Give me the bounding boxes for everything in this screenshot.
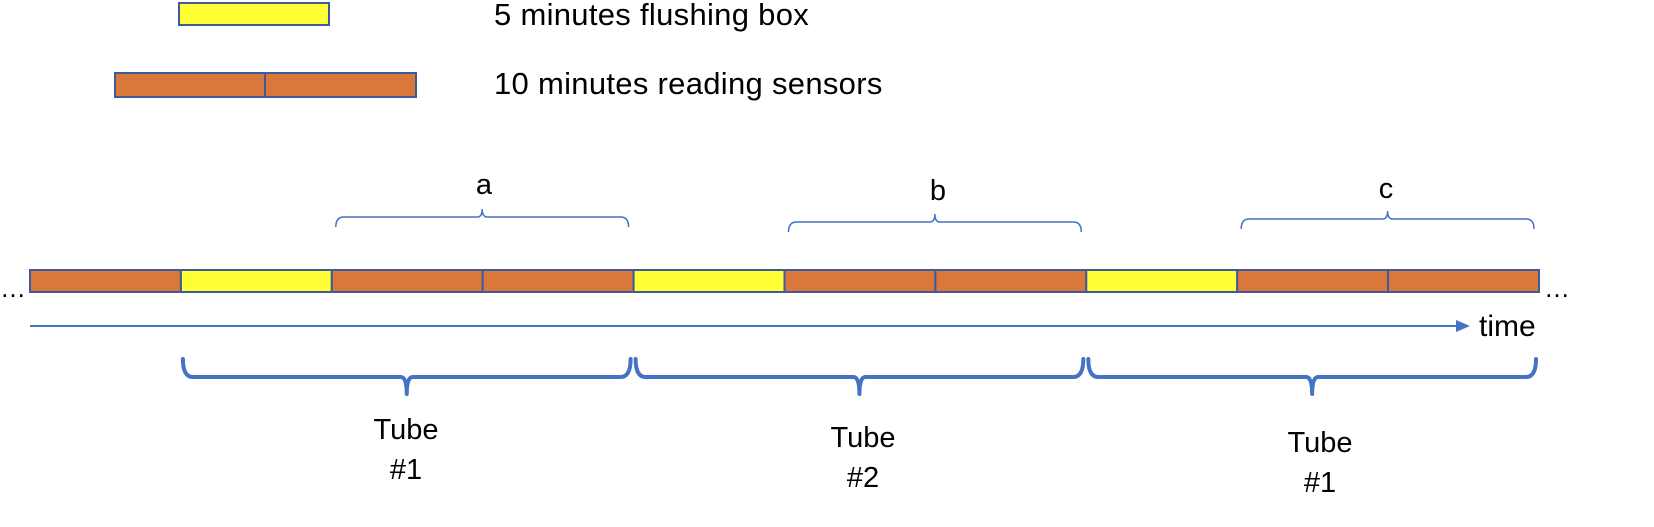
segment-5-flushing	[632, 269, 786, 293]
legend-read-label: 10 minutes reading sensors	[494, 66, 883, 101]
tube-label-1: Tube #1	[373, 410, 438, 490]
trailing-ellipsis: …	[1544, 273, 1570, 303]
tube-brace-3	[1086, 357, 1538, 396]
tube-label-1-line1: Tube	[373, 414, 439, 446]
segment-6-reading	[783, 269, 937, 293]
tube-brace-1	[180, 357, 633, 396]
tube-label-2-line1: Tube	[830, 422, 896, 454]
segment-2-flushing	[179, 269, 333, 293]
segment-9-reading	[1236, 269, 1390, 293]
segment-3-reading	[330, 269, 484, 293]
legend-flush-swatch	[178, 2, 330, 26]
legend-read-swatch-1	[114, 72, 266, 98]
interval-braces	[335, 208, 1535, 233]
interval-label-c: c	[1378, 173, 1394, 205]
tube-label-3: Tube #1	[1287, 423, 1352, 503]
leading-ellipsis: …	[0, 273, 26, 303]
segment-4-reading	[481, 269, 635, 293]
interval-label-a: a	[475, 169, 493, 201]
interval-brace-b	[787, 213, 1083, 233]
timeline-segments	[29, 269, 1540, 293]
tube-braces	[180, 357, 1538, 396]
time-axis	[30, 320, 1470, 332]
segment-10-reading	[1387, 269, 1540, 293]
tube-label-1-line2: #1	[389, 454, 423, 486]
tube-label-3-line2: #1	[1303, 467, 1337, 499]
segment-1-reading	[29, 269, 182, 293]
segment-7-reading	[934, 269, 1088, 293]
tube-label-2-line2: #2	[846, 462, 880, 494]
time-axis-label: time	[1479, 310, 1536, 343]
legend	[114, 2, 417, 98]
time-axis-arrowhead	[1456, 320, 1470, 332]
interval-brace-c	[1240, 210, 1535, 230]
tube-label-3-line1: Tube	[1287, 427, 1353, 459]
legend-read-swatch-2	[264, 72, 417, 98]
interval-label-b: b	[929, 175, 947, 207]
tube-brace-2	[633, 357, 1086, 396]
tube-label-2: Tube #2	[830, 418, 895, 498]
legend-flush-label: 5 minutes flushing box	[494, 0, 810, 32]
segment-8-flushing	[1085, 269, 1239, 293]
interval-brace-a	[335, 208, 630, 228]
